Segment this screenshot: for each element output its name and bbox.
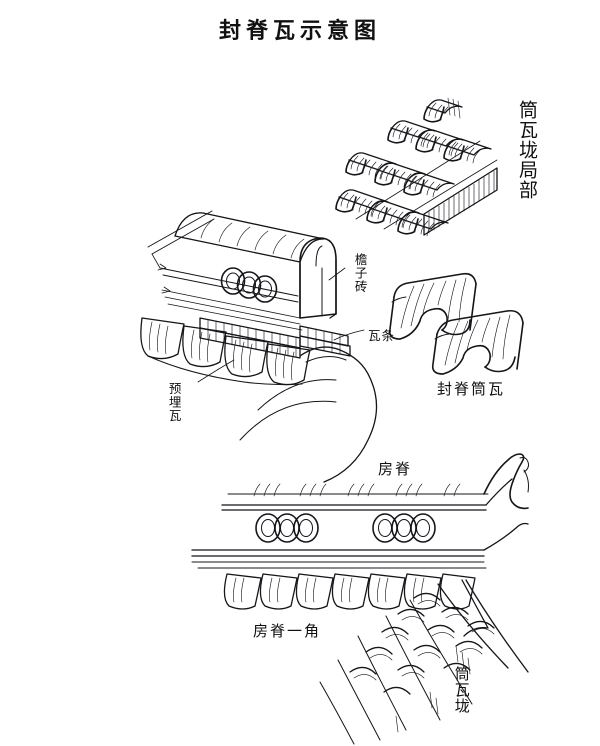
label-fangji: 房脊 (378, 460, 413, 478)
label-yanzizhuan: 檐子砖 (352, 253, 368, 294)
figure-two-tube-tiles (388, 272, 524, 375)
pre-embedded-tiles (140, 317, 311, 386)
figure-ridge-corner (191, 453, 529, 745)
tile-row-front (335, 189, 449, 237)
label-tongwalong: 筒瓦垅 (452, 666, 471, 714)
label-fangji-yijiao: 房脊一角 (253, 622, 322, 640)
figure-ridge-construction (140, 210, 378, 483)
label-yumaiwa: 预埋瓦 (166, 382, 182, 423)
label-watiao: 瓦条 (368, 328, 396, 343)
label-fengji-tongwa: 封脊筒瓦 (437, 380, 506, 398)
descending-tile-rows (319, 579, 529, 745)
figure-tube-tile-rows (335, 97, 498, 237)
tile-row-middle (345, 152, 455, 198)
ring-ornament-group-b (372, 513, 436, 543)
page-title: 封脊瓦示意图 (218, 19, 381, 44)
ring-ornament-group (220, 267, 278, 303)
label-tongwa-long-jubu: 筒瓦垅局部 (515, 100, 538, 200)
tile-row-back (387, 120, 492, 164)
ring-ornament-group-a (255, 513, 319, 543)
